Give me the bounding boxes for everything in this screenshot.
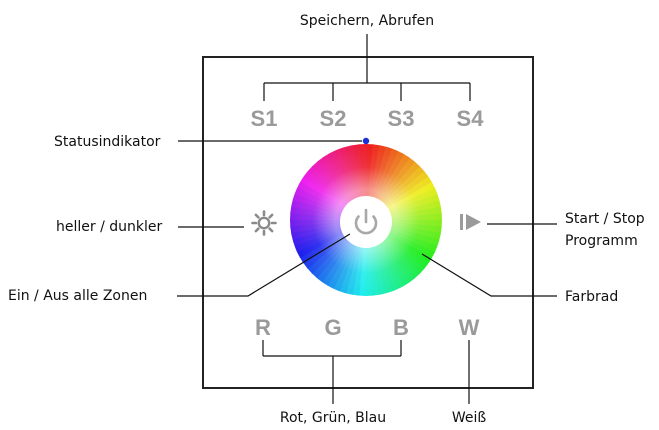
- status-led-dot: [362, 137, 370, 145]
- key-r[interactable]: R: [255, 315, 271, 340]
- white-label: Weiß: [452, 410, 487, 426]
- color-wheel-label: Farbrad: [565, 289, 618, 305]
- sun-ray: [268, 213, 274, 219]
- key-s1[interactable]: S1: [251, 106, 278, 131]
- sun-ray: [254, 213, 260, 219]
- play-icon[interactable]: [460, 214, 481, 230]
- on-off-all-zones-label: Ein / Aus alle Zonen: [8, 288, 147, 304]
- start-stop-label-line2: Programm: [565, 233, 638, 249]
- power-button[interactable]: [340, 196, 392, 248]
- start-stop-label-line1: Start / Stop: [565, 211, 645, 227]
- key-w[interactable]: W: [459, 315, 480, 340]
- key-s2[interactable]: S2: [320, 106, 347, 131]
- sun-ray: [254, 227, 260, 233]
- brightness-label: heller / dunkler: [56, 219, 162, 235]
- save-recall-label: Speichern, Abrufen: [300, 13, 434, 29]
- power-icon: [354, 208, 378, 235]
- rgb-label: Rot, Grün, Blau: [280, 410, 386, 426]
- key-g[interactable]: G: [324, 315, 341, 340]
- panel-outline: [202, 56, 534, 389]
- status-indicator-label: Statusindikator: [54, 134, 161, 150]
- key-s4[interactable]: S4: [457, 106, 485, 131]
- key-s3[interactable]: S3: [388, 106, 415, 131]
- sun-icon[interactable]: [251, 210, 277, 236]
- key-b[interactable]: B: [393, 315, 409, 340]
- on-off-leader: [177, 233, 351, 297]
- color-wheel-leader: [421, 253, 557, 297]
- save-recall-bracket: [263, 34, 471, 101]
- rgb-bracket: [262, 340, 402, 404]
- sun-ray: [268, 227, 274, 233]
